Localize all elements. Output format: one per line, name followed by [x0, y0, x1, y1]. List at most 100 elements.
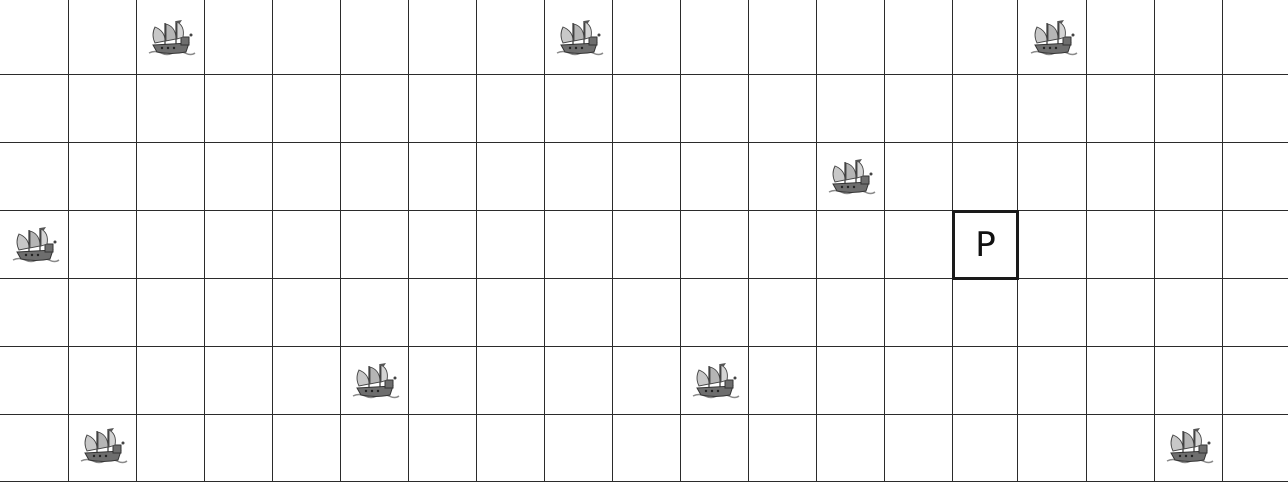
player-marker[interactable]: P	[952, 210, 1019, 280]
grid-cell[interactable]	[749, 211, 817, 279]
grid-cell[interactable]	[1087, 143, 1155, 211]
grid-cell[interactable]	[1087, 211, 1155, 279]
grid-cell[interactable]	[341, 415, 409, 482]
grid-cell[interactable]	[409, 143, 477, 211]
grid-cell[interactable]	[1223, 347, 1288, 415]
grid-cell[interactable]	[477, 347, 545, 415]
grid-cell[interactable]	[0, 0, 69, 75]
grid-cell[interactable]	[1018, 347, 1087, 415]
grid-cell[interactable]	[1087, 279, 1155, 347]
grid-cell[interactable]	[817, 75, 885, 143]
grid-cell[interactable]	[817, 347, 885, 415]
grid-cell[interactable]	[477, 279, 545, 347]
grid-cell[interactable]	[137, 415, 205, 482]
grid-cell[interactable]	[1018, 211, 1087, 279]
grid-cell[interactable]	[1155, 0, 1223, 75]
grid-cell[interactable]	[273, 279, 341, 347]
grid-cell[interactable]	[1155, 143, 1223, 211]
grid-cell[interactable]	[545, 75, 613, 143]
grid-cell[interactable]	[681, 0, 749, 75]
grid-cell[interactable]	[69, 143, 137, 211]
grid-cell[interactable]	[409, 75, 477, 143]
grid-cell[interactable]	[341, 211, 409, 279]
grid-cell[interactable]	[205, 347, 273, 415]
grid-cell[interactable]	[137, 211, 205, 279]
grid-cell[interactable]	[69, 211, 137, 279]
grid-cell[interactable]	[477, 211, 545, 279]
grid-cell[interactable]	[273, 143, 341, 211]
grid-cell[interactable]	[885, 75, 953, 143]
grid-cell[interactable]	[1155, 279, 1223, 347]
grid-cell[interactable]	[681, 75, 749, 143]
grid-cell[interactable]	[69, 347, 137, 415]
grid-cell[interactable]	[409, 0, 477, 75]
grid-cell[interactable]	[953, 143, 1018, 211]
grid-cell[interactable]	[273, 211, 341, 279]
grid-cell[interactable]	[817, 279, 885, 347]
grid-cell[interactable]	[749, 415, 817, 482]
grid-cell[interactable]	[1223, 279, 1288, 347]
grid-cell[interactable]	[545, 279, 613, 347]
grid-cell[interactable]	[0, 279, 69, 347]
grid-cell[interactable]	[477, 0, 545, 75]
grid-cell[interactable]	[1087, 75, 1155, 143]
grid-cell[interactable]	[885, 415, 953, 482]
grid-cell[interactable]	[69, 0, 137, 75]
grid-cell[interactable]	[341, 279, 409, 347]
grid-cell[interactable]	[137, 347, 205, 415]
grid-cell[interactable]	[613, 0, 681, 75]
grid-cell[interactable]	[817, 415, 885, 482]
grid-cell[interactable]	[545, 415, 613, 482]
grid-cell[interactable]	[1223, 75, 1288, 143]
grid-cell[interactable]	[273, 415, 341, 482]
grid-cell[interactable]	[205, 279, 273, 347]
grid-cell[interactable]	[1018, 75, 1087, 143]
grid-cell[interactable]	[681, 279, 749, 347]
grid-cell[interactable]	[749, 75, 817, 143]
grid-cell[interactable]	[613, 347, 681, 415]
grid-cell[interactable]	[205, 415, 273, 482]
grid-cell[interactable]	[1087, 347, 1155, 415]
grid-cell[interactable]	[749, 279, 817, 347]
grid-cell[interactable]	[205, 0, 273, 75]
grid-cell[interactable]	[681, 211, 749, 279]
grid-cell[interactable]	[613, 143, 681, 211]
grid-cell[interactable]	[885, 0, 953, 75]
grid-cell[interactable]	[205, 75, 273, 143]
grid-cell[interactable]	[477, 415, 545, 482]
grid-cell[interactable]	[341, 143, 409, 211]
grid-cell[interactable]	[545, 211, 613, 279]
grid-cell[interactable]	[409, 211, 477, 279]
grid-cell[interactable]	[1018, 279, 1087, 347]
grid-cell[interactable]	[137, 143, 205, 211]
grid-cell[interactable]	[613, 415, 681, 482]
grid-cell[interactable]	[885, 279, 953, 347]
grid-cell[interactable]	[205, 211, 273, 279]
grid-cell[interactable]	[341, 75, 409, 143]
grid-cell[interactable]	[1155, 211, 1223, 279]
grid-cell[interactable]	[613, 75, 681, 143]
grid-cell[interactable]	[613, 279, 681, 347]
grid-cell[interactable]	[1155, 347, 1223, 415]
grid-cell[interactable]	[1087, 0, 1155, 75]
grid-cell[interactable]	[0, 75, 69, 143]
grid-cell[interactable]	[341, 0, 409, 75]
grid-cell[interactable]	[69, 75, 137, 143]
grid-cell[interactable]	[477, 143, 545, 211]
grid-cell[interactable]	[817, 211, 885, 279]
grid-cell[interactable]	[477, 75, 545, 143]
grid-cell[interactable]	[1223, 0, 1288, 75]
grid-cell[interactable]	[1018, 415, 1087, 482]
grid-cell[interactable]	[749, 347, 817, 415]
grid-cell[interactable]	[953, 347, 1018, 415]
grid-cell[interactable]	[953, 75, 1018, 143]
grid-cell[interactable]	[0, 415, 69, 482]
grid-cell[interactable]	[1223, 415, 1288, 482]
grid-cell[interactable]	[749, 143, 817, 211]
grid-cell[interactable]	[885, 211, 953, 279]
grid-cell[interactable]	[1018, 143, 1087, 211]
grid-cell[interactable]	[953, 415, 1018, 482]
grid-cell[interactable]	[409, 279, 477, 347]
grid-cell[interactable]	[1223, 211, 1288, 279]
grid-cell[interactable]	[613, 211, 681, 279]
